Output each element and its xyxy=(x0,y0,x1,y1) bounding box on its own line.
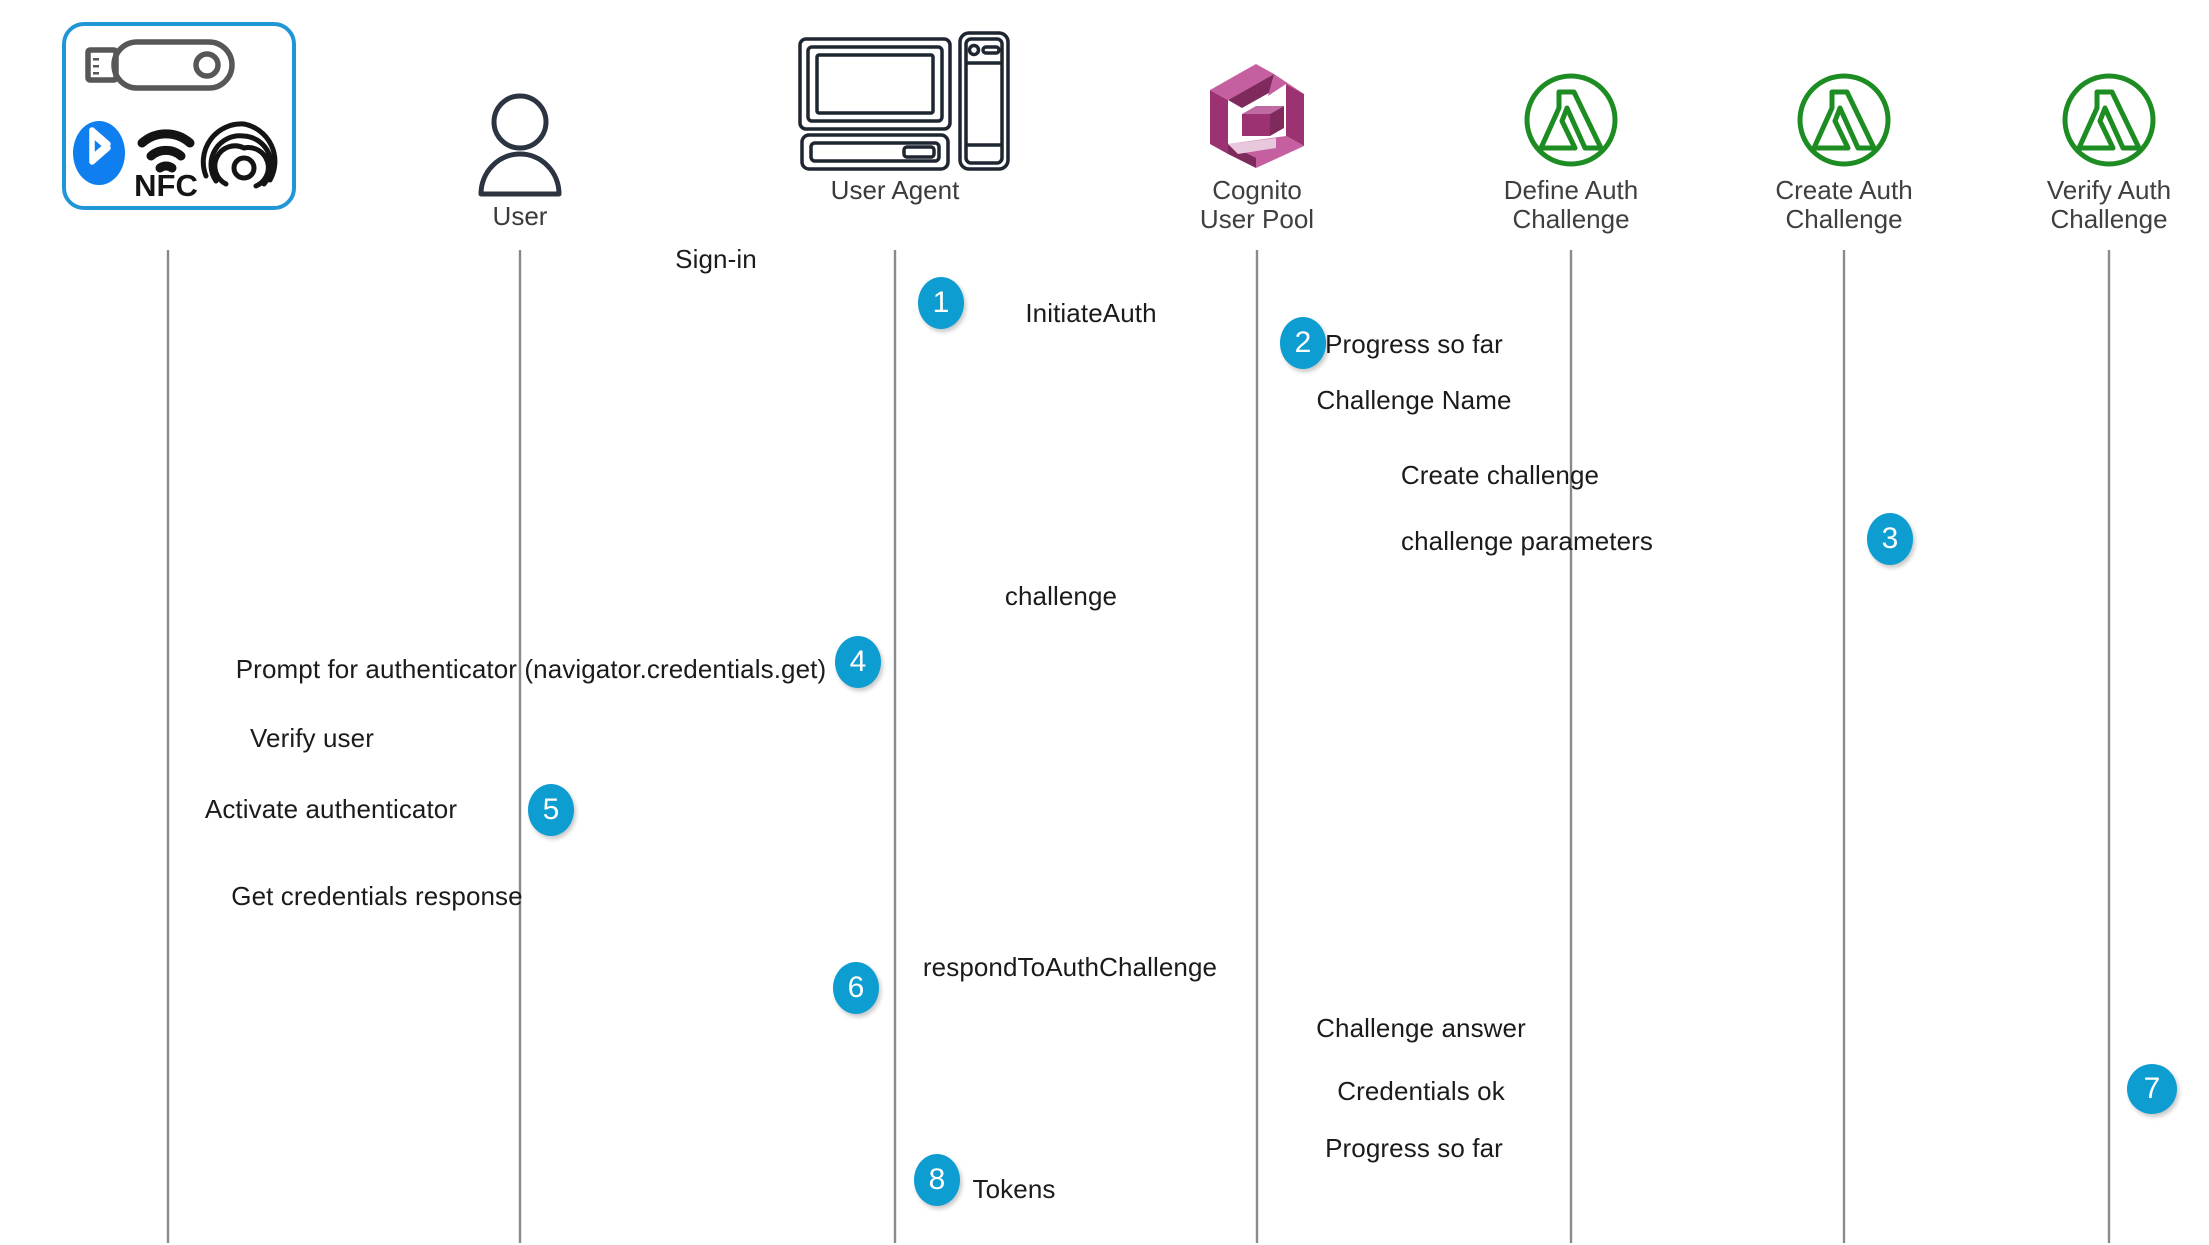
message-label-m12: respondToAuthChallenge xyxy=(922,952,1218,982)
step-badge-7: 7 xyxy=(2127,1064,2177,1114)
nfc-label: NFC xyxy=(134,168,198,203)
actor-verify-auth-challenge: Verify Auth Challenge xyxy=(1979,22,2209,234)
actor-cognito-label: Cognito User Pool xyxy=(1199,175,1315,235)
authenticator-box-icon: NFC xyxy=(62,22,296,210)
step-badge-1: 1 xyxy=(918,277,964,329)
actor-verify-auth-label: Verify Auth Challenge xyxy=(2046,175,2172,235)
step-badge-6: 6 xyxy=(833,962,879,1014)
message-label-m7: challenge xyxy=(1004,581,1118,611)
usb-security-key-icon xyxy=(85,39,235,91)
user-icon xyxy=(390,48,650,198)
message-label-m16: Tokens xyxy=(972,1174,1056,1204)
step-badge-5: 5 xyxy=(528,784,574,836)
message-label-m10: Activate authenticator xyxy=(204,794,458,824)
message-label-m15: Progress so far xyxy=(1325,1133,1503,1163)
message-label-m2: InitiateAuth xyxy=(1025,298,1157,328)
step-badge-2: 2 xyxy=(1280,317,1326,369)
computer-and-phone-icon xyxy=(765,22,1025,172)
lambda-icon xyxy=(1979,22,2209,172)
cognito-user-pool-icon xyxy=(1127,22,1387,172)
step-badge-4: 4 xyxy=(835,636,881,688)
actor-user-agent-label: User Agent xyxy=(830,175,960,205)
actor-user-label: User xyxy=(492,201,548,231)
actor-define-auth-label: Define Auth Challenge xyxy=(1503,175,1639,235)
lifeline-group xyxy=(166,250,2111,1243)
lambda-icon xyxy=(1714,22,1974,172)
message-label-m4: Challenge Name xyxy=(1316,385,1512,415)
message-label-m11: Get credentials response xyxy=(231,881,523,911)
lambda-icon xyxy=(1441,22,1701,172)
step-badge-8: 8 xyxy=(914,1154,960,1206)
actor-user-agent: User Agent xyxy=(765,22,1025,205)
message-label-m9: Verify user xyxy=(250,723,374,753)
message-label-m14: Credentials ok xyxy=(1337,1076,1505,1106)
message-label-m8: Prompt for authenticator (navigator.cred… xyxy=(235,654,827,684)
nfc-icon: NFC xyxy=(134,129,198,203)
authenticator-icons-group: NFC xyxy=(73,39,278,203)
actor-user: User xyxy=(390,48,650,231)
message-label-m13: Challenge answer xyxy=(1316,1013,1526,1043)
message-label-m3: Progress so far xyxy=(1325,329,1503,359)
actor-cognito-user-pool: Cognito User Pool xyxy=(1127,22,1387,234)
bluetooth-icon xyxy=(73,121,125,185)
actor-define-auth-challenge: Define Auth Challenge xyxy=(1441,22,1701,234)
actor-create-auth-label: Create Auth Challenge xyxy=(1775,175,1913,235)
actor-create-auth-challenge: Create Auth Challenge xyxy=(1714,22,1974,234)
message-label-m6: challenge parameters xyxy=(1400,526,1654,556)
arrow-group xyxy=(168,273,2109,1233)
fingerprint-icon xyxy=(200,121,278,189)
message-label-m5: Create challenge xyxy=(1400,460,1600,490)
step-badge-3: 3 xyxy=(1867,513,1913,565)
message-label-m1: Sign-in xyxy=(675,244,757,274)
